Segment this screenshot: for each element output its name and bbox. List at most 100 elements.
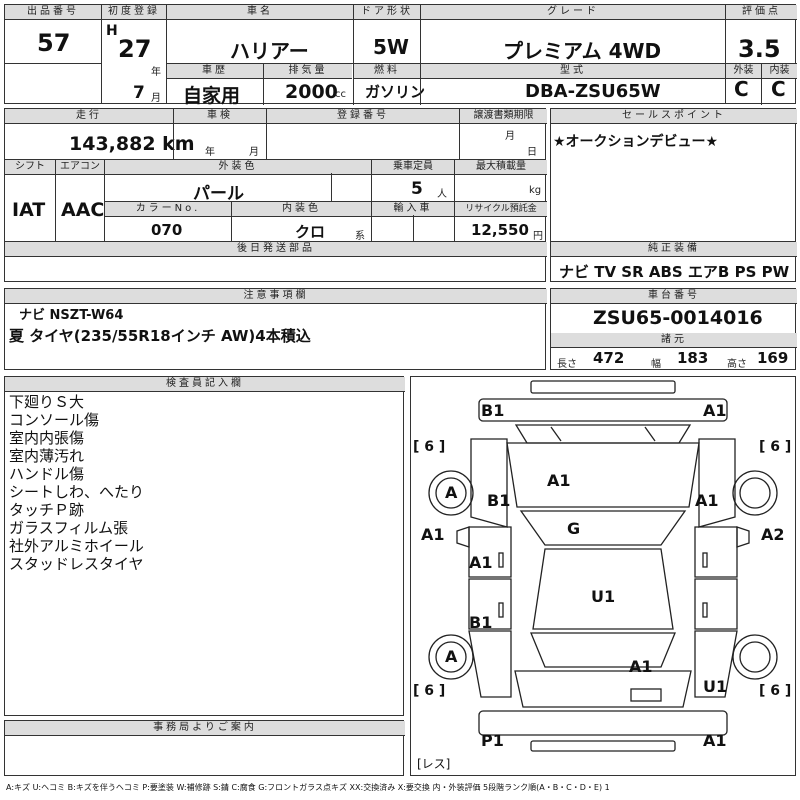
- mileage-header: 走行: [5, 109, 173, 124]
- ext-color-header: 外装色: [105, 160, 371, 175]
- reg-year-unit: 年: [151, 67, 161, 78]
- inspector-note-line: コンソール傷: [9, 411, 100, 429]
- insp-year-unit: 年: [205, 147, 215, 158]
- inspector-header: 検査員記入欄: [5, 377, 405, 392]
- car-diagram: [ 6 ] [ 6 ] [ 6 ] [ 6 ] [レス] B1 A1 A1 B1…: [410, 376, 796, 776]
- exterior-header: 外装: [726, 64, 761, 79]
- equipment: ナビ TV SR ABS エアB PS PW: [559, 263, 790, 281]
- first-reg-header: 初度登録: [102, 5, 166, 20]
- height: 169: [757, 349, 789, 367]
- aircon: AAC: [61, 199, 105, 221]
- history: 自家用: [183, 85, 241, 107]
- note-line-1: ナビ NSZT-W64: [19, 308, 124, 323]
- deadline-day-unit: 日: [527, 147, 537, 158]
- aircon-header: エアコン: [56, 160, 104, 175]
- history-header: 車歴: [167, 64, 263, 79]
- tread-front-left: [ 6 ]: [413, 439, 446, 455]
- chassis-number: ZSU65-0014016: [593, 307, 763, 329]
- reg-number-header: 登録番号: [267, 109, 459, 124]
- length: 472: [593, 349, 625, 367]
- car-outline: [428, 380, 778, 752]
- mark-rear-bumper-right: A1: [703, 731, 727, 750]
- ext-color: パール: [193, 184, 244, 204]
- score: 3.5: [738, 35, 781, 63]
- details-block: 走行 143,882 km 車検 年 月 登録番号 譲渡書類期限 月 日 シフト…: [4, 108, 547, 282]
- inspector-note-line: ガラスフィルム張: [9, 519, 129, 537]
- door-type-header: ドア形状: [354, 5, 420, 20]
- mark-right-door-front: A2: [761, 525, 785, 544]
- mark-rear-right: U1: [703, 677, 728, 696]
- inspector-note-line: 室内薄汚れ: [9, 447, 85, 465]
- car-name-header: 車名: [167, 5, 353, 20]
- load-unit: kg: [529, 185, 542, 196]
- mark-windshield: G: [567, 519, 581, 538]
- shift-header: シフト: [5, 160, 55, 175]
- mark-roof: U1: [591, 587, 616, 606]
- insp-month-unit: 月: [249, 147, 259, 158]
- inspector-notes-list: 下廻りＳ大コンソール傷室内内張傷室内薄汚れハンドル傷シートしわ、へたりタッチＰ跡…: [9, 393, 144, 573]
- inspector-block: 検査員記入欄 下廻りＳ大コンソール傷室内内張傷室内薄汚れハンドル傷シートしわ、へ…: [4, 376, 405, 716]
- width: 183: [677, 349, 709, 367]
- inspector-note-line: 室内内張傷: [9, 429, 85, 447]
- reg-month: 7: [133, 83, 145, 103]
- int-color-unit: 系: [355, 231, 365, 242]
- recycle-header: リサイクル預託金: [455, 202, 547, 217]
- reg-year: 27: [118, 35, 152, 63]
- later-parts-header: 後日発送部品: [5, 242, 547, 257]
- length-label: 長さ: [557, 359, 577, 370]
- lot-number: 57: [37, 29, 71, 57]
- inspection-header: 車検: [174, 109, 266, 124]
- tread-front-right: [ 6 ]: [759, 439, 792, 455]
- mark-left-quarter: B1: [469, 613, 493, 632]
- fuel-header: 燃料: [354, 64, 420, 79]
- displacement: 2000: [285, 81, 338, 103]
- door-type: 5W: [373, 35, 409, 59]
- office-header: 事務局よりご案内: [5, 721, 405, 736]
- capacity: 5: [411, 179, 423, 199]
- int-color-header: 内装色: [232, 202, 371, 217]
- shift: IAT: [12, 199, 46, 221]
- score-header: 評価点: [726, 5, 797, 20]
- mileage: 143,882 km: [69, 133, 195, 155]
- deadline-header: 譲渡書類期限: [460, 109, 547, 124]
- sales-block: セールスポイント ★オークションデビュー★ 純正装備 ナビ TV SR ABS …: [550, 108, 797, 282]
- displacement-header: 排気量: [264, 64, 352, 79]
- inspector-note-line: シートしわ、へたり: [9, 483, 145, 501]
- mark-right-quarter: A1: [629, 657, 653, 676]
- reg-era: H: [106, 23, 118, 39]
- int-color: クロ: [295, 223, 326, 241]
- chassis-header: 車台番号: [551, 289, 797, 304]
- grade-header: グレード: [421, 5, 725, 20]
- inspector-note-line: スタッドレスタイヤ: [9, 555, 144, 573]
- deadline-month-unit: 月: [505, 131, 515, 142]
- grade: プレミアム 4WD: [503, 39, 662, 63]
- chassis-block: 車台番号 ZSU65-0014016 諸元 長さ 472 幅 183 高さ 16…: [550, 288, 797, 370]
- note-line-2: 夏 タイヤ(235/55R18インチ AW)4本積込: [9, 327, 311, 345]
- mark-left-fender: B1: [487, 491, 511, 510]
- rear-tag: [レス]: [417, 757, 451, 771]
- capacity-unit: 人: [437, 189, 447, 200]
- car-name: ハリアー: [230, 39, 309, 63]
- mark-rear-bumper-left: P1: [481, 731, 504, 750]
- mark-wheel-rear-left: A: [445, 647, 458, 666]
- displacement-unit: cc: [335, 89, 346, 100]
- recycle: 12,550: [471, 221, 529, 239]
- width-label: 幅: [651, 359, 661, 370]
- lot-header: 出品番号: [5, 5, 101, 20]
- color-no-header: カラーNo.: [105, 202, 231, 217]
- equipment-header: 純正装備: [551, 242, 797, 257]
- mark-front-bumper-left: B1: [481, 401, 505, 420]
- tread-rear-right: [ 6 ]: [759, 683, 792, 699]
- sales-point-header: セールスポイント: [551, 109, 797, 124]
- inspector-note-line: ハンドル傷: [9, 465, 85, 483]
- model-code: DBA-ZSU65W: [525, 81, 661, 102]
- specs-header: 諸元: [551, 333, 797, 348]
- height-label: 高さ: [727, 359, 747, 370]
- inspector-note-line: タッチＰ跡: [9, 501, 85, 519]
- max-load-header: 最大積載量: [455, 160, 547, 175]
- color-no: 070: [151, 221, 183, 239]
- inspector-note-line: 下廻りＳ大: [9, 393, 85, 411]
- recycle-unit: 円: [533, 231, 543, 242]
- header-block: 出品番号 57 初度登録 H 27 年 7 月 車名 ハリアー ドア形状 5W …: [4, 4, 797, 107]
- notes-block: 注意事項欄 ナビ NSZT-W64 夏 タイヤ(235/55R18インチ AW)…: [4, 288, 547, 370]
